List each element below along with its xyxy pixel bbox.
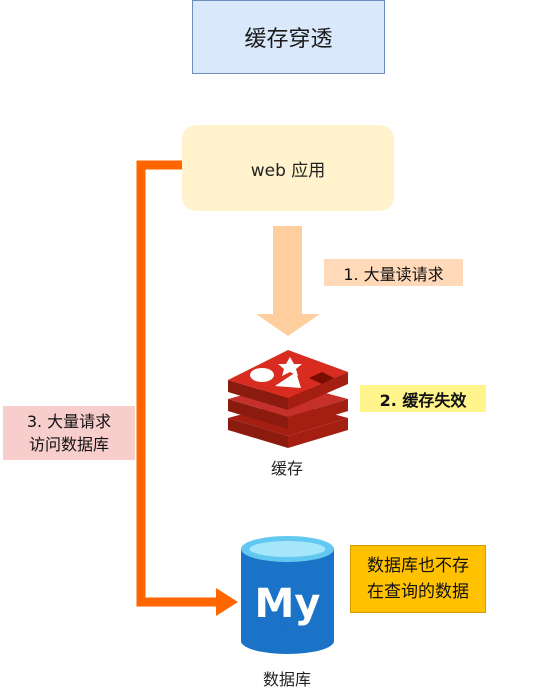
database-caption: 数据库 [262, 670, 311, 689]
db-miss-note-line2: 在查询的数据 [367, 582, 469, 602]
redis-logo-icon [228, 350, 348, 448]
cache-caption: 缓存 [270, 459, 303, 478]
page-title: 缓存穿透 [192, 0, 385, 74]
step-cache-miss: 2. 缓存失效 [360, 385, 486, 412]
db-miss-note-line1: 数据库也不存 [367, 556, 469, 576]
step-db-requests-line2: 访问数据库 [28, 435, 109, 454]
db-miss-note: 数据库也不存 在查询的数据 [350, 545, 486, 613]
step-db-requests: 3. 大量请求 访问数据库 [3, 406, 135, 460]
step-db-requests-line1: 3. 大量请求 [26, 412, 112, 431]
mysql-logo-text: My [255, 581, 321, 627]
web-app-box: web 应用 [182, 125, 394, 211]
db-request-arrow [136, 160, 238, 616]
step-read-requests: 1. 大量读请求 [324, 259, 463, 286]
mysql-database-icon: My [241, 536, 334, 654]
read-request-arrow [256, 226, 320, 336]
